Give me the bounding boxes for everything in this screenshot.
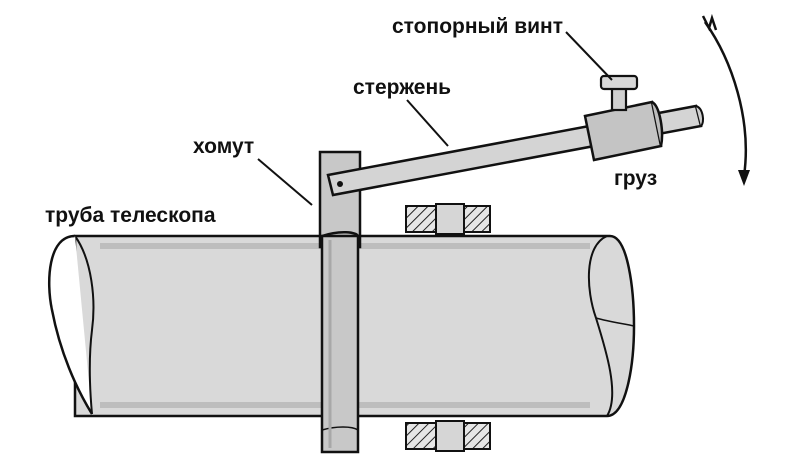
top-bolt-nut (405, 203, 491, 235)
label-clamp: хомут (193, 135, 255, 158)
weight (583, 100, 664, 162)
label-weight: груз (614, 167, 658, 190)
leader-rod (406, 99, 449, 147)
bottom-bolt-nut (405, 420, 491, 452)
label-telescope-tube: труба телескопа (45, 204, 216, 227)
label-rod: стержень (353, 76, 452, 99)
locking-screw (599, 74, 639, 112)
leader-locking-screw (565, 31, 613, 81)
label-locking-screw: стопорный винт (392, 15, 564, 38)
clamp (318, 150, 362, 454)
rotation-arrow-icon (701, 13, 750, 186)
leader-clamp (257, 158, 313, 206)
